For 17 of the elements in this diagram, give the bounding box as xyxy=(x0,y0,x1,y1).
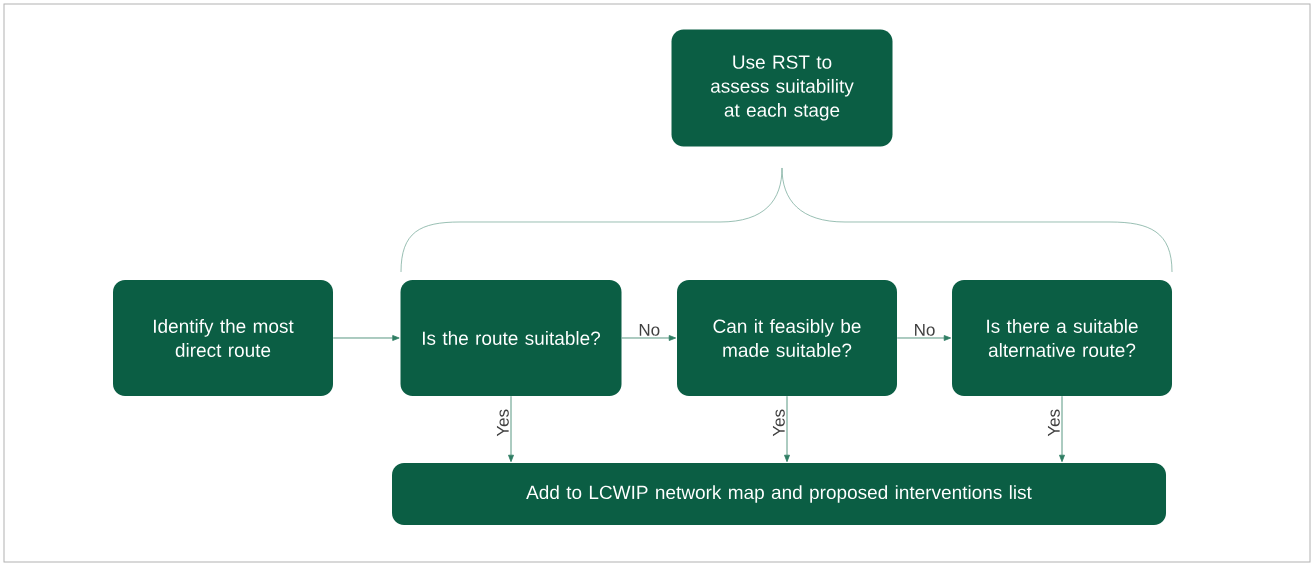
process-box: Is there a suitable alternative route? xyxy=(952,280,1172,396)
edge-label: Yes xyxy=(495,407,510,438)
edge-label: No xyxy=(637,322,662,337)
edge-label: Yes xyxy=(771,407,786,438)
arrow xyxy=(332,335,400,341)
arrow xyxy=(508,395,514,463)
arrow xyxy=(784,395,790,463)
arrow xyxy=(621,335,677,341)
process-box: Add to LCWIP network map and proposed interventions list xyxy=(392,463,1166,525)
process-box: Identify the most direct route xyxy=(113,280,333,396)
arrow xyxy=(896,335,952,341)
edge-label: No xyxy=(912,322,937,337)
process-box: Is the route suitable? xyxy=(400,280,622,396)
edge-label: Yes xyxy=(1046,407,1061,438)
arrow xyxy=(1059,395,1065,463)
process-box: Can it feasibly be made suitable? xyxy=(677,280,897,396)
process-box: Use RST to assess suitability at each stage xyxy=(671,29,893,147)
